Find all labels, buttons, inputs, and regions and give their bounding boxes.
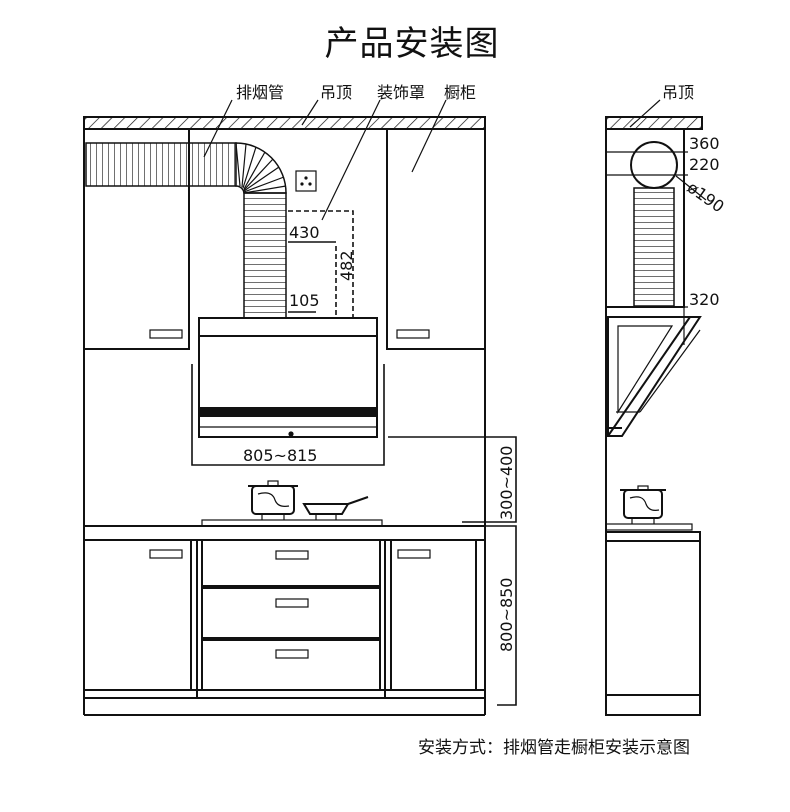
right-upper-handle: [396, 329, 430, 339]
side-view: 吊顶 360 220 ø190 320: [605, 83, 728, 716]
ceiling-side-label: 吊顶: [662, 83, 694, 102]
range-hood-body: [198, 335, 378, 438]
decor-cover-outline: [288, 210, 354, 318]
left-upper-cabinet: [83, 128, 190, 350]
base-cabinet-right: [390, 539, 477, 691]
duct-horizontal: [85, 142, 237, 187]
pipe-diameter-text: ø190: [684, 178, 728, 217]
side-cooking-pot: [620, 485, 666, 524]
cooking-pot: [248, 480, 298, 520]
counter-height-text: 800~850: [497, 578, 516, 652]
left-upper-handle: [149, 329, 183, 339]
drawer-2: [201, 587, 381, 639]
side-top-text: 360: [689, 134, 720, 153]
frying-pan: [302, 496, 369, 520]
duct-vertical: [243, 192, 287, 319]
side-pipe-text: 220: [689, 155, 720, 174]
drawer-1: [201, 539, 381, 587]
hood-width-bracket: [191, 364, 385, 466]
side-duct: [633, 187, 675, 307]
range-hood-stripe: [200, 407, 376, 417]
decor-cover-label: 装饰罩: [377, 83, 425, 102]
exhaust-pipe-label: 排烟管: [236, 83, 284, 102]
side-base-cabinet: [605, 531, 701, 716]
ceiling-side: [605, 116, 703, 130]
side-bottom-text: 320: [689, 290, 720, 309]
diagram-caption: 安装方式：排烟管走橱柜安装示意图: [418, 738, 690, 758]
ceiling-front-label: 吊顶: [320, 83, 352, 102]
front-view: 805~815: [83, 83, 517, 716]
hood-height-text: 300~400: [497, 446, 516, 520]
cabinet-label: 橱柜: [444, 83, 476, 102]
range-hood-top: [198, 317, 378, 337]
side-range-hood: [607, 316, 702, 437]
countertop: [83, 525, 486, 541]
ceiling-front: [83, 116, 486, 130]
right-upper-cabinet: [386, 128, 486, 350]
hood-width-text: 805~815: [243, 446, 317, 465]
base-cabinet-left: [83, 539, 192, 691]
cover-height-text: 482: [337, 250, 356, 281]
cover-width-text: 430: [289, 223, 320, 242]
duct-circle: [630, 141, 678, 189]
page-title: 产品安装图: [324, 24, 500, 64]
cover-bottom-text: 105: [289, 291, 320, 310]
drawer-3: [201, 639, 381, 691]
power-socket: [295, 170, 317, 192]
